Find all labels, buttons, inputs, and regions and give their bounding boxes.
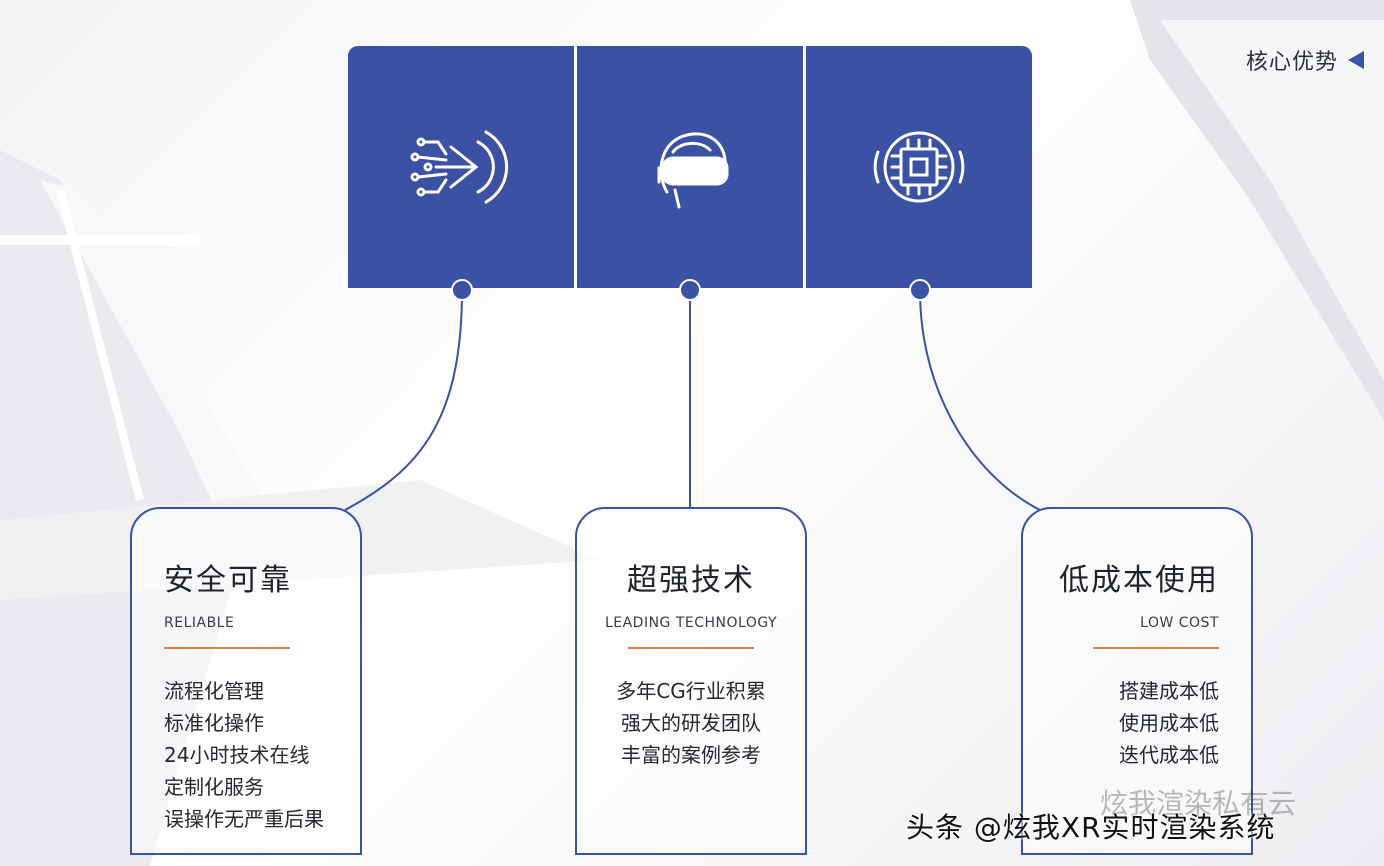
watermark-ghost: 炫我渲染私有云 xyxy=(1100,787,1297,820)
chip-icon xyxy=(873,131,965,203)
list-item: 迭代成本低 xyxy=(1119,743,1219,767)
divider xyxy=(1093,647,1219,649)
circuit-arrow-icon xyxy=(410,130,509,204)
triangle-marker-icon xyxy=(1348,51,1364,69)
divider xyxy=(164,647,290,649)
card-cost: 低成本使用 LOW COST 搭建成本低 使用成本低 迭代成本低 xyxy=(1021,507,1253,855)
connector-cost xyxy=(919,289,1041,511)
feature-tile-cost xyxy=(806,46,1032,288)
list-item: 使用成本低 xyxy=(1119,711,1219,735)
connector-reliable xyxy=(344,289,463,511)
feature-tile-technology xyxy=(577,46,803,288)
connector-dot-cost xyxy=(909,279,931,301)
list-item: 流程化管理 xyxy=(164,679,264,703)
card-reliable: 安全可靠 RELIABLE 流程化管理 标准化操作 24小时技术在线 定制化服务… xyxy=(130,507,362,855)
list-item: 多年CG行业积累 xyxy=(616,679,766,703)
feature-list: 搭建成本低 使用成本低 迭代成本低 xyxy=(1023,675,1219,771)
list-item: 强大的研发团队 xyxy=(621,711,761,735)
list-item: 24小时技术在线 xyxy=(164,743,310,767)
connector-dot-technology xyxy=(679,279,701,301)
card-title: 低成本使用 xyxy=(1059,563,1219,598)
card-title: 安全可靠 xyxy=(164,563,292,598)
card-technology: 超强技术 LEADING TECHNOLOGY 多年CG行业积累 强大的研发团队… xyxy=(575,507,807,855)
list-item: 丰富的案例参考 xyxy=(621,743,761,767)
card-subtitle: LEADING TECHNOLOGY xyxy=(604,615,778,631)
list-item: 标准化操作 xyxy=(164,711,264,735)
feature-icon-bar xyxy=(348,46,1032,288)
page-tag: 核心优势 xyxy=(1246,44,1364,76)
list-item: 搭建成本低 xyxy=(1119,679,1219,703)
connector-dot-reliable xyxy=(451,279,473,301)
card-subtitle: LOW COST xyxy=(1140,615,1219,631)
vr-headset-icon xyxy=(657,132,729,209)
watermark: 头条 @炫我XR实时渲染系统 xyxy=(906,811,1276,844)
divider xyxy=(628,647,754,649)
list-item: 定制化服务 xyxy=(164,775,264,799)
list-item: 误操作无严重后果 xyxy=(164,807,324,831)
feature-list: 流程化管理 标准化操作 24小时技术在线 定制化服务 误操作无严重后果 xyxy=(164,675,360,835)
card-title: 超强技术 xyxy=(627,563,755,598)
feature-tile-reliable xyxy=(348,46,574,288)
feature-list: 多年CG行业积累 强大的研发团队 丰富的案例参考 xyxy=(577,675,805,771)
page-tag-label: 核心优势 xyxy=(1245,50,1338,75)
card-subtitle: RELIABLE xyxy=(164,615,235,631)
